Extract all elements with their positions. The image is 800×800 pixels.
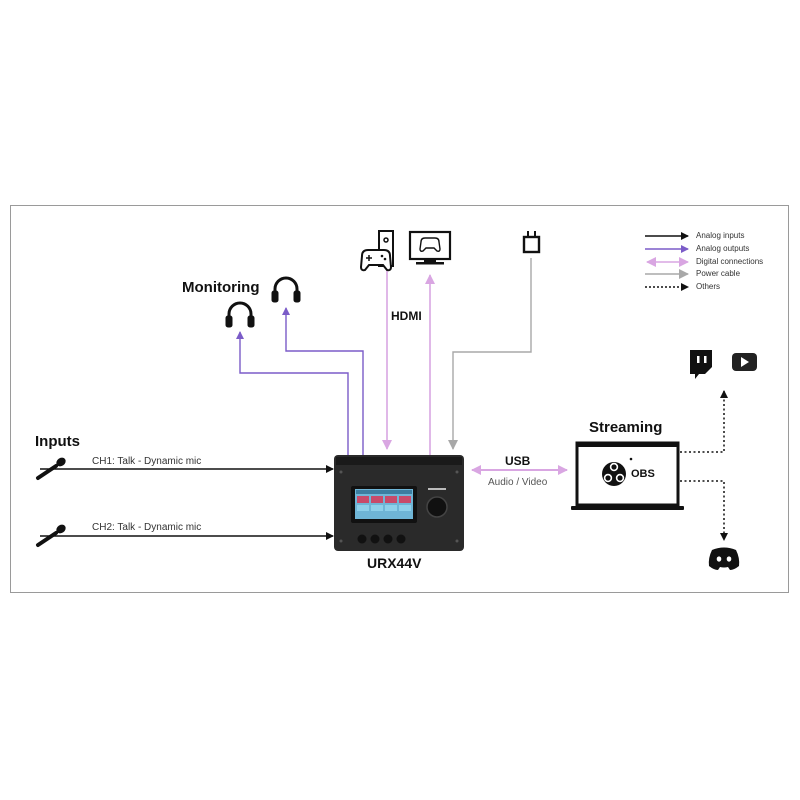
youtube-icon [732,353,757,371]
monitoring-output-2 [282,307,364,455]
usb-label: USB [505,454,531,468]
device-name: URX44V [367,555,422,571]
power-plug-icon [522,231,541,254]
headphones-icon [271,276,301,303]
legend-label-digital-connections: Digital connections [696,257,764,266]
legend-label-power-cable: Power cable [696,269,741,278]
power-cable [448,258,532,450]
ch1-label: CH1: Talk - Dynamic mic [92,456,202,467]
urx44v-device [334,455,464,551]
diagram-frame [10,205,789,593]
monitor-icon [408,230,452,265]
headphones-icon [225,301,255,328]
hdmi-label: HDMI [391,309,422,323]
microphone-icon [36,524,66,547]
others-to-discord [680,480,728,541]
legend-label-analog-outputs: Analog outputs [696,244,750,253]
discord-icon [708,547,740,570]
legend-label-analog-inputs: Analog inputs [696,231,745,240]
obs-label: OBS [631,468,655,480]
streaming-heading: Streaming [589,419,663,436]
microphone-icon [36,457,66,480]
game-console-icon [359,230,394,272]
ch2-label: CH2: Talk - Dynamic mic [92,522,202,533]
obs-logo-icon [602,457,633,486]
monitoring-heading: Monitoring [182,279,260,296]
legend-label-others: Others [696,282,721,291]
others-to-twitch-youtube [680,390,728,453]
monitoring-output-1 [236,331,349,455]
twitch-icon [690,350,712,379]
usb-sublabel: Audio / Video [488,477,548,488]
legend [645,232,689,291]
inputs-heading: Inputs [35,433,80,450]
laptop-icon [571,441,684,510]
